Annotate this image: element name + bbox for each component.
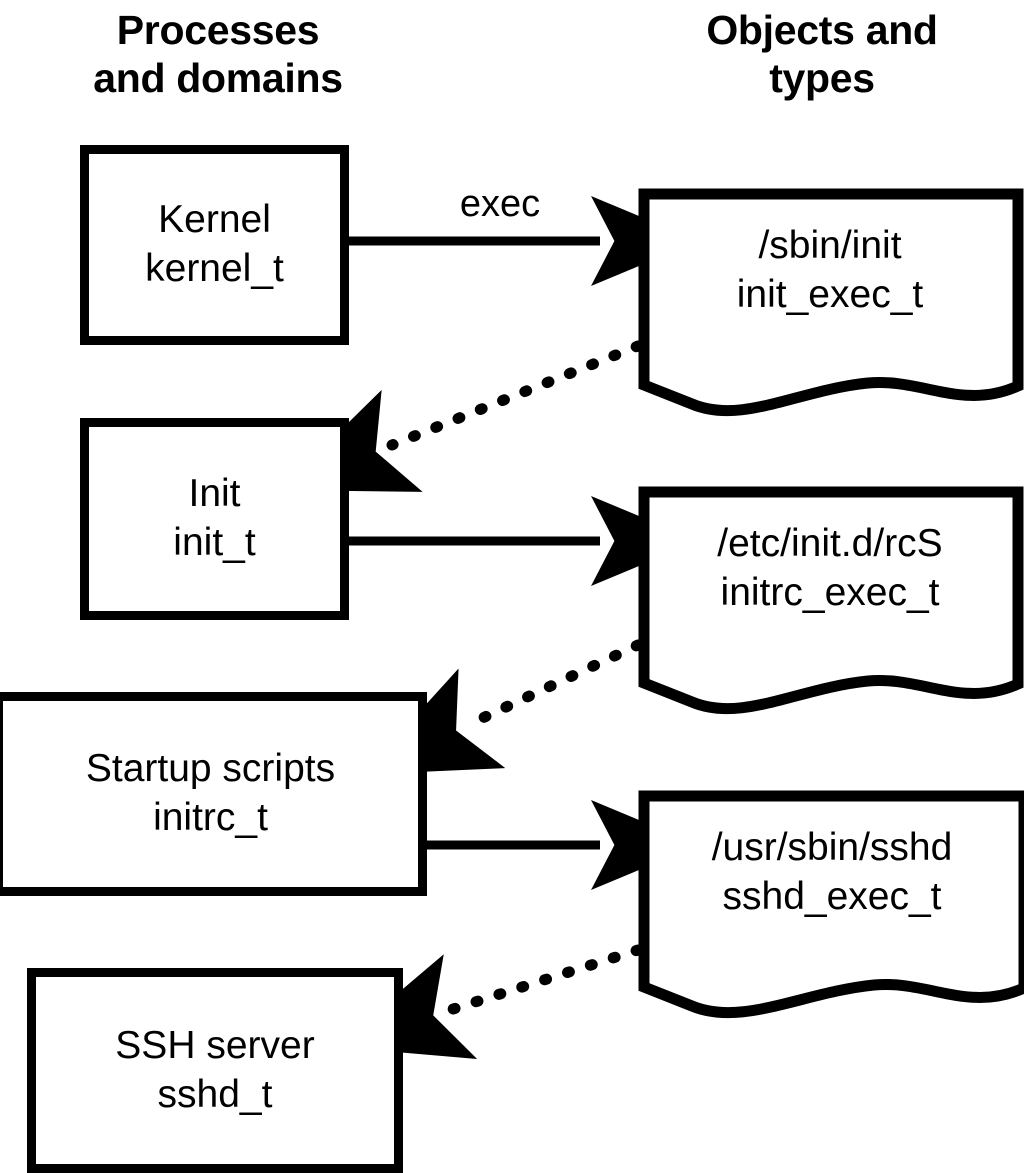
header-right-line2: types [769, 55, 875, 102]
process-node-startup-scripts-line1: Startup scripts [85, 747, 336, 791]
object-node-usr-sbin-sshd[interactable] [632, 784, 1024, 1034]
object-node-etc-initd-rcs[interactable] [632, 480, 1024, 730]
process-node-init[interactable]: Init init_t [80, 418, 349, 620]
process-node-kernel[interactable]: Kernel kernel_t [80, 145, 349, 345]
header-right-line1: Objects and [706, 7, 938, 53]
header-left-line1: Processes [116, 7, 320, 53]
process-node-ssh-server[interactable]: SSH server sshd_t [27, 968, 403, 1173]
process-node-kernel-line1: Kernel [158, 198, 271, 242]
edge-rcs-transition-startup-scripts [362, 639, 644, 775]
object-node-sbin-init[interactable] [632, 182, 1024, 432]
process-node-kernel-line2: kernel_t [145, 247, 284, 290]
process-node-init-line1: Init [188, 472, 241, 516]
process-node-startup-scripts-line2: initrc_t [153, 796, 268, 839]
edge-sshd-transition-ssh-server [334, 944, 644, 1060]
column-header-processes-and-domains: Processes and domains [18, 6, 418, 103]
header-left-line2: and domains [93, 55, 343, 102]
column-header-objects-and-types: Objects and types [620, 6, 1024, 103]
edge-sbin-init-transition-init [279, 340, 644, 492]
process-node-ssh-server-line1: SSH server [115, 1023, 315, 1067]
process-node-startup-scripts[interactable]: Startup scripts initrc_t [0, 692, 427, 896]
edge-label-exec: exec [459, 183, 541, 225]
process-node-ssh-server-line2: sshd_t [157, 1072, 273, 1116]
process-node-init-line2: init_t [173, 521, 256, 564]
